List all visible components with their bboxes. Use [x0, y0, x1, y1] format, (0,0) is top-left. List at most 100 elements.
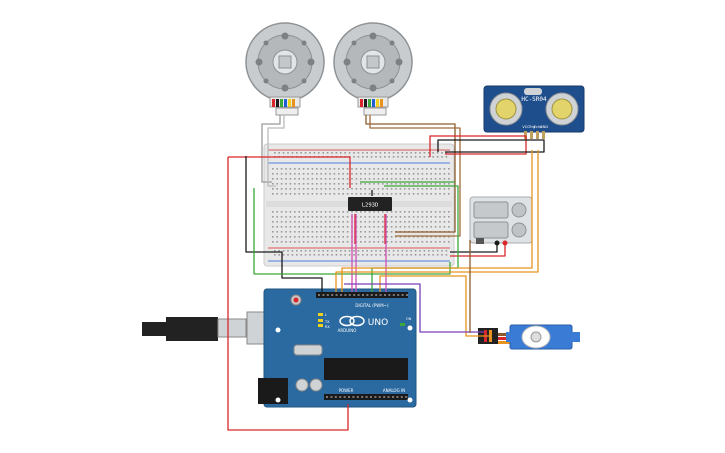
breadboard-hole: [338, 241, 340, 243]
breadboard-hole: [377, 211, 380, 213]
breadboard-hole: [311, 183, 314, 185]
dc-motor-left[interactable]: [245, 22, 325, 116]
breadboard-hole: [421, 236, 424, 238]
breadboard-hole: [368, 173, 371, 175]
breadboard-hole: [285, 236, 287, 238]
breadboard-hole: [294, 183, 296, 185]
wire-orange-echo: [335, 150, 539, 292]
breadboard-hole: [351, 193, 353, 195]
breadboard-hole: [445, 156, 448, 158]
breadboard-hole: [338, 236, 340, 238]
breadboard-hole: [329, 226, 331, 228]
breadboard-hole: [370, 156, 373, 158]
battery-pack[interactable]: [469, 196, 533, 246]
breadboard-hole: [375, 250, 377, 252]
breadboard-hole: [289, 226, 292, 228]
power-label: POWER: [339, 388, 354, 393]
breadboard-hole: [364, 216, 366, 218]
breadboard-hole: [443, 168, 446, 170]
breadboard-hole: [364, 226, 366, 228]
breadboard-hole: [386, 231, 388, 233]
breadboard-hole: [373, 231, 375, 233]
breadboard-hole: [342, 216, 344, 218]
breadboard-hole: [404, 236, 406, 238]
breadboard-hole: [408, 226, 410, 228]
breadboard-hole: [331, 250, 333, 252]
breadboard-hole: [366, 254, 368, 256]
breadboard-hole: [373, 193, 375, 195]
breadboard-hole: [404, 221, 406, 223]
breadboard-hole: [395, 211, 397, 213]
header-pin: [344, 294, 347, 296]
breadboard-hole: [333, 216, 336, 218]
breadboard-hole: [406, 250, 408, 252]
breadboard-hole: [364, 211, 366, 213]
breadboard-hole: [346, 216, 349, 218]
breadboard-hole: [355, 193, 358, 195]
breadboard-hole: [316, 188, 318, 190]
breadboard-hole: [430, 168, 432, 170]
breadboard-hole: [320, 173, 322, 175]
breadboard-hole: [289, 178, 292, 180]
breadboard-hole: [282, 152, 285, 154]
header-pin: [361, 396, 364, 398]
breadboard-hole: [360, 168, 362, 170]
breadboard-hole: [311, 168, 314, 170]
breadboard-hole: [333, 241, 336, 243]
breadboard-hole: [329, 216, 331, 218]
breadboard-hole: [348, 250, 351, 252]
breadboard-hole: [419, 152, 421, 154]
breadboard-hole: [302, 178, 305, 180]
l293d-chip[interactable]: L293D: [348, 197, 392, 211]
breadboard-hole: [300, 152, 302, 154]
breadboard-hole: [287, 254, 289, 256]
breadboard-hole: [404, 188, 406, 190]
breadboard-hole: [298, 178, 300, 180]
ultrasonic-model-label: HC-SR04: [521, 96, 547, 103]
breadboard-hole: [390, 173, 393, 175]
breadboard-hole: [324, 236, 327, 238]
breadboard-hole: [298, 241, 300, 243]
breadboard-hole: [333, 193, 336, 195]
breadboard-hole: [320, 183, 322, 185]
breadboard-hole: [342, 236, 344, 238]
breadboard-hole: [272, 188, 274, 190]
breadboard-hole: [346, 173, 349, 175]
breadboard-hole: [274, 152, 276, 154]
breadboard-hole: [423, 156, 426, 158]
breadboard-hole: [410, 156, 412, 158]
breadboard-hole: [307, 226, 309, 228]
breadboard-hole: [346, 221, 349, 223]
servo-motor[interactable]: [478, 324, 580, 350]
breadboard-hole: [430, 236, 432, 238]
breadboard-hole: [289, 211, 292, 213]
breadboard-hole: [289, 188, 292, 190]
breadboard-hole: [360, 241, 362, 243]
breadboard-hole: [448, 216, 450, 218]
breadboard-hole: [397, 152, 399, 154]
breadboard-hole: [280, 173, 283, 175]
arduino-uno[interactable]: UNO ARDUINO DIGITAL (PWM~) POWER ANALOG …: [142, 288, 417, 408]
ultrasonic-sensor[interactable]: HC-SR04 VCC Trig Echo GND: [483, 85, 585, 139]
breadboard-hole: [320, 178, 322, 180]
breadboard-hole: [412, 168, 415, 170]
breadboard-hole: [360, 188, 362, 190]
breadboard-hole: [320, 231, 322, 233]
breadboard-hole: [289, 173, 292, 175]
breadboard-hole: [324, 178, 327, 180]
breadboard-hole: [344, 152, 346, 154]
on-label: ON: [406, 317, 412, 321]
breadboard-hole: [318, 152, 320, 154]
breadboard-hole: [423, 254, 426, 256]
breadboard-hole: [430, 193, 432, 195]
breadboard-hole: [307, 168, 309, 170]
breadboard-hole: [311, 193, 314, 195]
breadboard-hole: [320, 226, 322, 228]
breadboard-hole: [434, 236, 437, 238]
dc-motor-right[interactable]: [333, 22, 413, 116]
breadboard-hole: [390, 241, 393, 243]
breadboard-hole: [331, 152, 333, 154]
breadboard-hole: [390, 188, 393, 190]
breadboard-hole: [280, 241, 283, 243]
